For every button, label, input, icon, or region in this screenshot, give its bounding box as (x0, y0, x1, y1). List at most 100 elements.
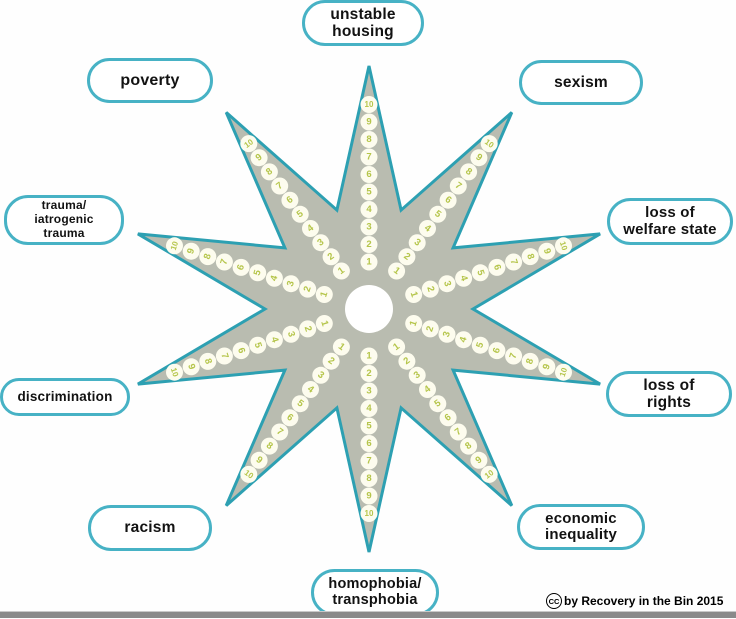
svg-text:10: 10 (169, 240, 180, 252)
svg-text:4: 4 (422, 222, 433, 234)
svg-text:3: 3 (412, 369, 423, 381)
svg-text:6: 6 (443, 412, 454, 424)
svg-text:8: 8 (264, 166, 275, 178)
svg-text:5: 5 (474, 340, 486, 349)
label-discrimination: discrimination (0, 378, 130, 416)
svg-text:5: 5 (295, 208, 306, 220)
svg-text:5: 5 (474, 269, 486, 278)
svg-text:6: 6 (235, 346, 247, 354)
svg-text:4: 4 (268, 335, 280, 344)
svg-text:8: 8 (202, 252, 214, 260)
svg-text:9: 9 (366, 117, 371, 128)
svg-text:7: 7 (453, 426, 464, 438)
svg-text:6: 6 (285, 412, 296, 424)
svg-text:3: 3 (441, 279, 453, 287)
label-unstable-housing: unstable housing (302, 0, 424, 46)
svg-text:9: 9 (474, 152, 485, 164)
svg-text:6: 6 (443, 194, 454, 206)
svg-text:4: 4 (305, 383, 316, 395)
svg-text:5: 5 (295, 398, 306, 410)
svg-text:8: 8 (366, 473, 371, 484)
svg-text:9: 9 (254, 152, 265, 164)
svg-text:2: 2 (424, 325, 436, 333)
svg-text:4: 4 (422, 383, 433, 395)
svg-text:3: 3 (366, 386, 371, 397)
cc-license-icon: CC (546, 593, 562, 609)
svg-text:9: 9 (366, 491, 371, 502)
svg-text:5: 5 (252, 268, 264, 277)
svg-text:5: 5 (252, 341, 264, 350)
attribution-text: by Recovery in the Bin 2015 (564, 594, 724, 608)
label-homophobia-transphobia: homophobia/ transphobia (311, 569, 439, 616)
svg-text:4: 4 (268, 273, 280, 282)
svg-text:2: 2 (366, 239, 371, 250)
svg-text:9: 9 (474, 454, 485, 466)
svg-text:3: 3 (315, 237, 326, 249)
svg-text:8: 8 (524, 357, 536, 365)
svg-text:8: 8 (463, 166, 474, 178)
svg-text:1: 1 (318, 319, 330, 328)
svg-text:6: 6 (491, 263, 503, 271)
svg-text:3: 3 (315, 369, 326, 381)
svg-text:7: 7 (274, 180, 285, 192)
label-racism: racism (88, 505, 212, 551)
svg-text:9: 9 (541, 247, 553, 255)
svg-text:8: 8 (264, 440, 275, 452)
star-center-hub (345, 285, 393, 333)
svg-text:1: 1 (336, 341, 347, 353)
svg-text:10: 10 (558, 366, 569, 378)
bottom-divider-bar (0, 611, 736, 618)
svg-text:2: 2 (366, 368, 371, 379)
svg-text:3: 3 (441, 330, 453, 338)
svg-text:6: 6 (285, 194, 296, 206)
svg-text:6: 6 (491, 346, 503, 354)
svg-text:7: 7 (218, 258, 230, 266)
svg-text:3: 3 (366, 222, 371, 233)
svg-text:9: 9 (254, 454, 265, 466)
svg-text:4: 4 (458, 274, 470, 283)
svg-text:1: 1 (408, 290, 420, 299)
svg-text:2: 2 (424, 285, 436, 293)
svg-text:7: 7 (366, 152, 371, 163)
label-trauma-iatrogenic: trauma/ iatrogenic trauma (4, 195, 124, 245)
label-poverty: poverty (87, 58, 213, 103)
svg-text:10: 10 (169, 367, 180, 379)
svg-text:1: 1 (366, 257, 372, 268)
svg-text:2: 2 (302, 325, 314, 333)
svg-text:1: 1 (391, 341, 402, 353)
label-sexism: sexism (519, 60, 643, 105)
svg-text:3: 3 (285, 279, 297, 287)
svg-text:4: 4 (305, 222, 316, 234)
svg-text:6: 6 (366, 169, 371, 180)
svg-text:6: 6 (366, 438, 371, 449)
svg-text:1: 1 (391, 265, 402, 277)
svg-text:7: 7 (366, 456, 371, 467)
svg-text:9: 9 (185, 247, 197, 255)
label-loss-of-welfare-state: loss of welfare state (607, 198, 733, 245)
svg-text:5: 5 (432, 397, 443, 409)
svg-text:3: 3 (412, 237, 423, 249)
svg-text:4: 4 (366, 204, 372, 215)
svg-text:1: 1 (318, 290, 330, 299)
svg-text:8: 8 (524, 252, 536, 260)
svg-text:10: 10 (558, 240, 569, 252)
label-loss-of-rights: loss of rights (606, 371, 732, 417)
attribution: CC by Recovery in the Bin 2015 (546, 591, 723, 611)
svg-text:7: 7 (508, 258, 520, 266)
svg-text:4: 4 (366, 403, 372, 414)
svg-text:5: 5 (366, 187, 372, 198)
svg-text:9: 9 (541, 363, 553, 371)
svg-text:9: 9 (185, 363, 197, 371)
svg-text:1: 1 (366, 351, 372, 362)
